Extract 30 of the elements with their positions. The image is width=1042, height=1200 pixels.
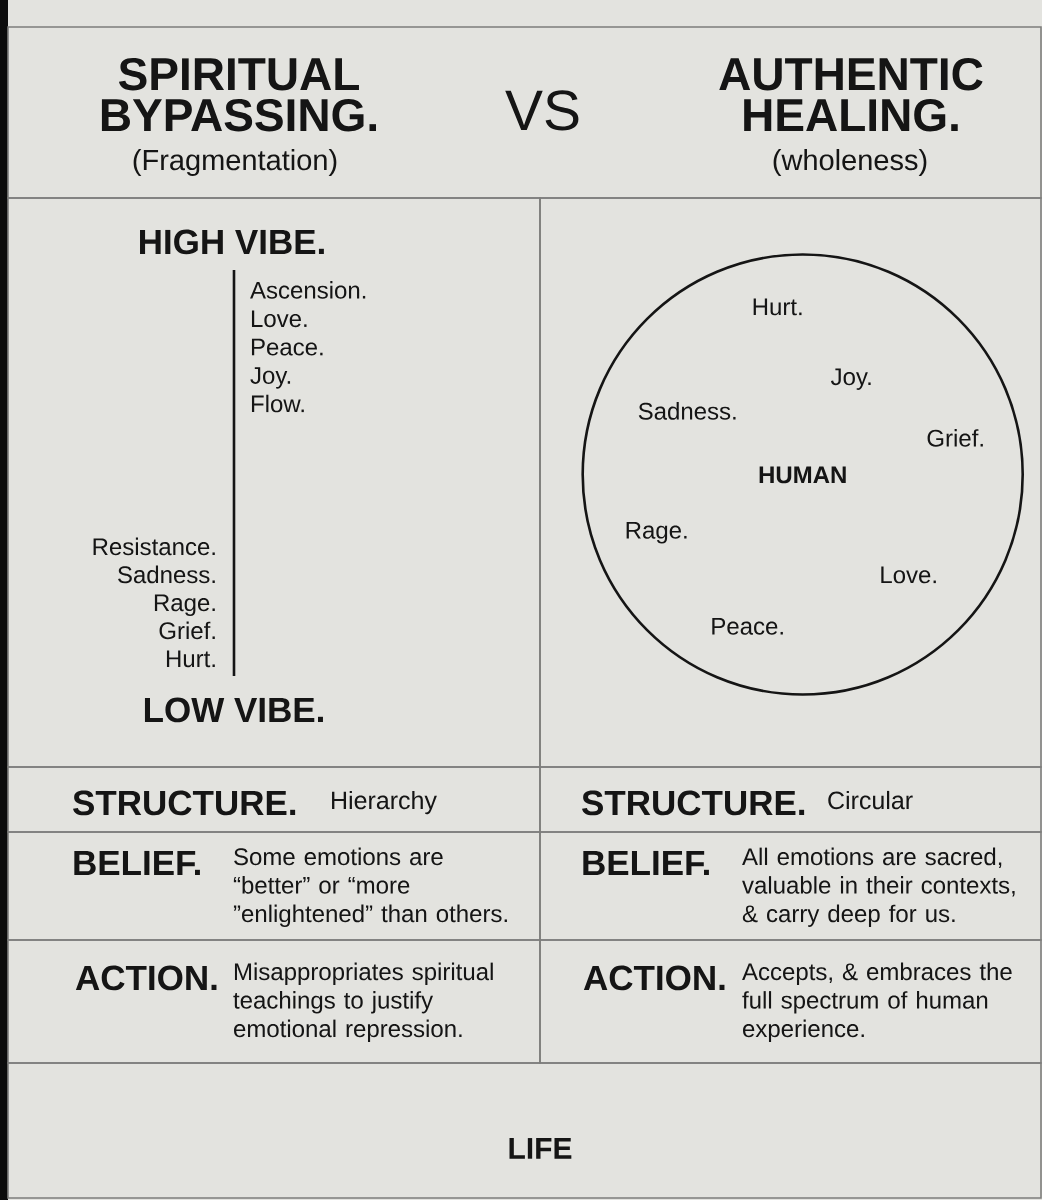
footer-text: LIFE xyxy=(509,1138,572,1159)
emotion-word: Hurt. xyxy=(753,298,802,316)
row-heading: ACTION. xyxy=(75,965,217,991)
row-heading: BELIEF. xyxy=(74,850,200,875)
row-heading: STRUCTURE. xyxy=(73,790,296,816)
scale-label: HIGH VIBE. xyxy=(140,229,324,255)
word-list: Ascension. Love. Peace. Joy. Flow. xyxy=(250,281,366,413)
row-text: Misappropriates spiritual teachings to justify emotional repression. xyxy=(233,962,493,1042)
scale-label: LOW VIBE. xyxy=(144,697,323,723)
subheading: (Fragmentation) xyxy=(133,149,337,177)
row-value: Circular xyxy=(828,790,913,810)
row-text: Accepts, & embraces the full spectrum of human experience. xyxy=(742,962,1012,1042)
emotion-word: Joy. xyxy=(830,368,871,390)
row-text: Some emotions are “better” or “more ”enlightened” than others. xyxy=(233,847,507,927)
word-list: Resistance. Sadness. Rage. Grief. Hurt. xyxy=(93,537,215,668)
row-text: All emotions are sacred, valuable in their contexts, & carry deep for us. xyxy=(742,847,1015,927)
subheading: (wholeness) xyxy=(773,149,927,176)
row-heading: BELIEF. xyxy=(583,850,709,875)
emotion-word: Love. xyxy=(881,566,936,584)
emotion-word: Peace. xyxy=(712,618,783,635)
row-heading: STRUCTURE. xyxy=(582,790,805,816)
center-label: HUMAN xyxy=(759,466,846,484)
row-value: Hierarchy xyxy=(332,790,437,815)
emotion-word: Rage. xyxy=(626,522,687,544)
heading: SPIRITUAL BYPASSING. xyxy=(101,57,376,132)
row-heading: ACTION. xyxy=(583,965,725,991)
heading: AUTHENTIC HEALING. xyxy=(719,57,983,132)
emotion-word: Grief. xyxy=(927,429,983,447)
vs-text: VS xyxy=(505,90,579,131)
emotion-word: Sadness. xyxy=(638,402,736,420)
